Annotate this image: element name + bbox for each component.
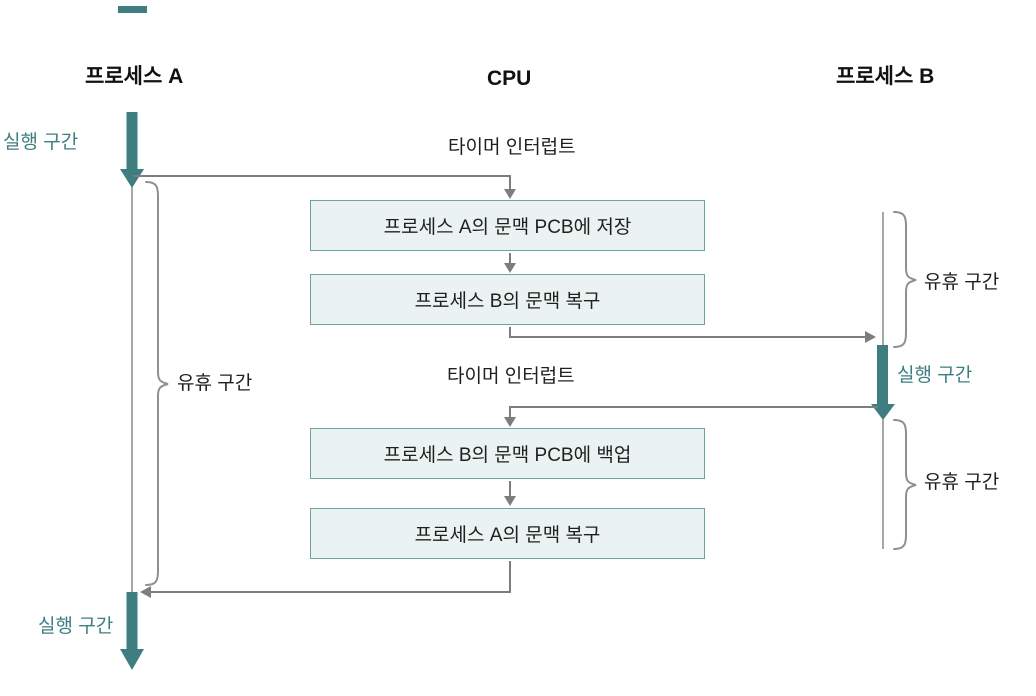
process-b-header: 프로세스 B bbox=[836, 65, 935, 88]
execution-label-top-left: 실행 구간 bbox=[3, 132, 79, 153]
cpu-header: CPU bbox=[487, 67, 532, 90]
timer-interrupt-line-2 bbox=[504, 406, 878, 427]
process-b-execution-arrow bbox=[871, 345, 895, 420]
cpu-step-box-save-a-context: 프로세스 A의 문맥 PCB에 저장 bbox=[310, 200, 705, 251]
timer-interrupt-label-1: 타이머 인터럽트 bbox=[448, 137, 576, 158]
dispatch-line-to-process-b bbox=[509, 327, 876, 343]
process-a-execution-arrow-bottom bbox=[120, 592, 144, 670]
top-edge-teal-mark bbox=[118, 6, 147, 13]
timer-interrupt-label-2: 타이머 인터럽트 bbox=[447, 366, 575, 387]
flow-arrow-box1-box2 bbox=[504, 253, 516, 273]
flow-arrow-box3-box4 bbox=[504, 481, 516, 506]
execution-label-bottom-left: 실행 구간 bbox=[38, 616, 114, 637]
cpu-step-box-restore-a-context: 프로세스 A의 문맥 복구 bbox=[310, 508, 705, 559]
idle-label-right-top: 유휴 구간 bbox=[924, 272, 1000, 293]
idle-brace-right-bottom bbox=[893, 419, 917, 550]
idle-brace-left bbox=[145, 181, 169, 586]
process-a-execution-arrow-top bbox=[120, 112, 144, 188]
cpu-step-box-backup-b-context: 프로세스 B의 문맥 PCB에 백업 bbox=[310, 428, 705, 479]
dispatch-line-to-process-a bbox=[140, 561, 511, 598]
idle-label-left: 유휴 구간 bbox=[177, 373, 253, 394]
cpu-step-box-restore-b-context: 프로세스 B의 문맥 복구 bbox=[310, 274, 705, 325]
process-a-header: 프로세스 A bbox=[85, 65, 184, 88]
timer-interrupt-line-1 bbox=[133, 175, 516, 199]
idle-brace-right-top bbox=[893, 211, 917, 348]
idle-label-right-bottom: 유휴 구간 bbox=[924, 472, 1000, 493]
execution-label-right: 실행 구간 bbox=[897, 365, 973, 386]
